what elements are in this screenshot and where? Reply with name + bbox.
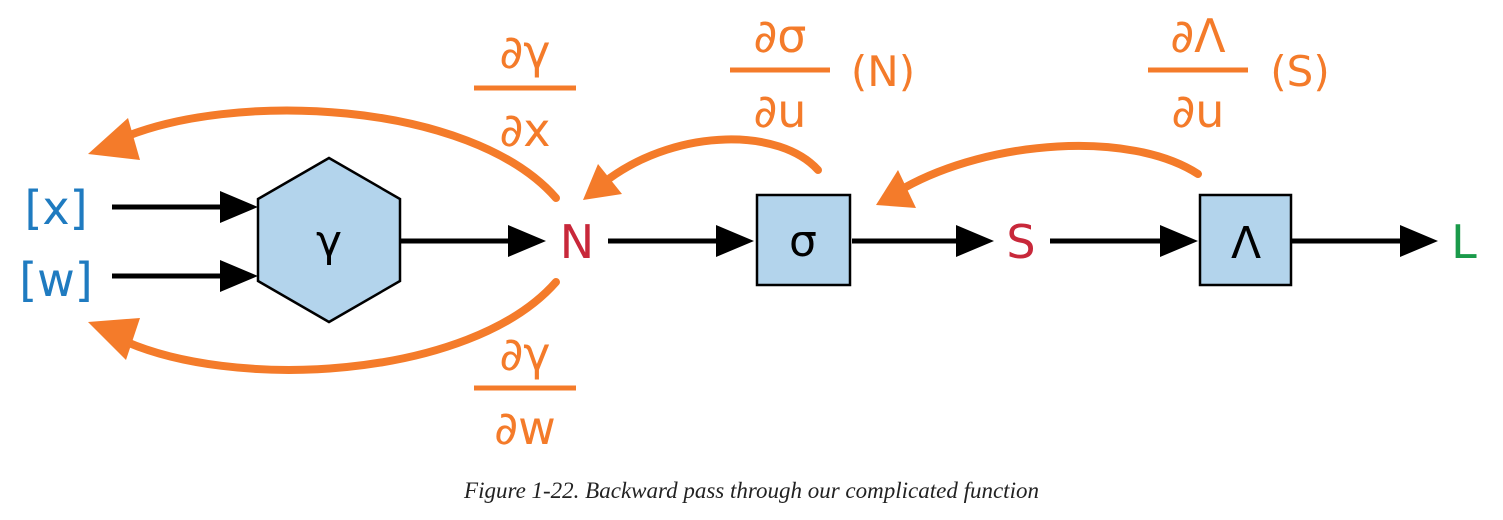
gradient-dsigma-du: ∂σ ∂u (N) — [730, 9, 915, 138]
arrow-s-to-lambda — [1050, 225, 1198, 257]
gradient-denominator: ∂u — [1172, 84, 1225, 138]
value-n-label: N — [560, 215, 594, 269]
gradient-denominator: ∂x — [499, 103, 550, 157]
lambda-node: Λ — [1198, 193, 1293, 287]
gradient-numerator: ∂σ — [754, 9, 807, 63]
gradient-dgamma-dx: ∂γ ∂x — [474, 25, 576, 157]
gradient-denominator: ∂w — [494, 401, 555, 455]
backward-pass-diagram: γ σ Λ [x] [w] N S L ∂γ ∂x ∂γ ∂w ∂σ ∂u (N… — [19, 9, 1477, 455]
gradient-dgamma-dw: ∂γ ∂w — [474, 327, 576, 455]
lambda-symbol: Λ — [1231, 218, 1261, 269]
input-w-label: [w] — [19, 253, 93, 307]
figure-caption: Figure 1-22. Backward pass through our c… — [464, 478, 1039, 503]
gamma-node: γ — [256, 156, 402, 324]
input-x-label: [x] — [24, 181, 87, 235]
forward-arrows — [112, 191, 1438, 292]
gradient-argument: (N) — [851, 47, 915, 96]
backward-arrow-n-to-x — [88, 106, 560, 202]
gradient-numerator: ∂γ — [499, 25, 550, 79]
arrow-gamma-to-n — [400, 225, 546, 257]
backward-arrow-lambda-to-sigma — [876, 141, 1202, 208]
backward-arrow-sigma-to-n — [583, 135, 822, 200]
gradient-argument: (S) — [1270, 47, 1329, 96]
gradient-denominator: ∂u — [754, 84, 807, 138]
arrow-sigma-to-s — [852, 225, 994, 257]
backward-arrows — [88, 106, 1202, 374]
sigma-symbol: σ — [789, 216, 817, 267]
gamma-symbol: γ — [316, 216, 342, 267]
gradient-numerator: ∂γ — [499, 327, 550, 381]
arrow-x-to-gamma — [112, 191, 258, 223]
backward-arrow-n-to-w — [88, 278, 560, 374]
arrow-lambda-to-l — [1292, 225, 1438, 257]
value-s-label: S — [1006, 215, 1035, 269]
arrow-n-to-sigma — [608, 225, 754, 257]
sigma-node: σ — [755, 193, 852, 287]
gradient-numerator: ∂Λ — [1170, 9, 1226, 63]
value-l-label: L — [1451, 215, 1477, 269]
arrow-w-to-gamma — [112, 260, 258, 292]
gradient-dlambda-du: ∂Λ ∂u (S) — [1148, 9, 1330, 138]
